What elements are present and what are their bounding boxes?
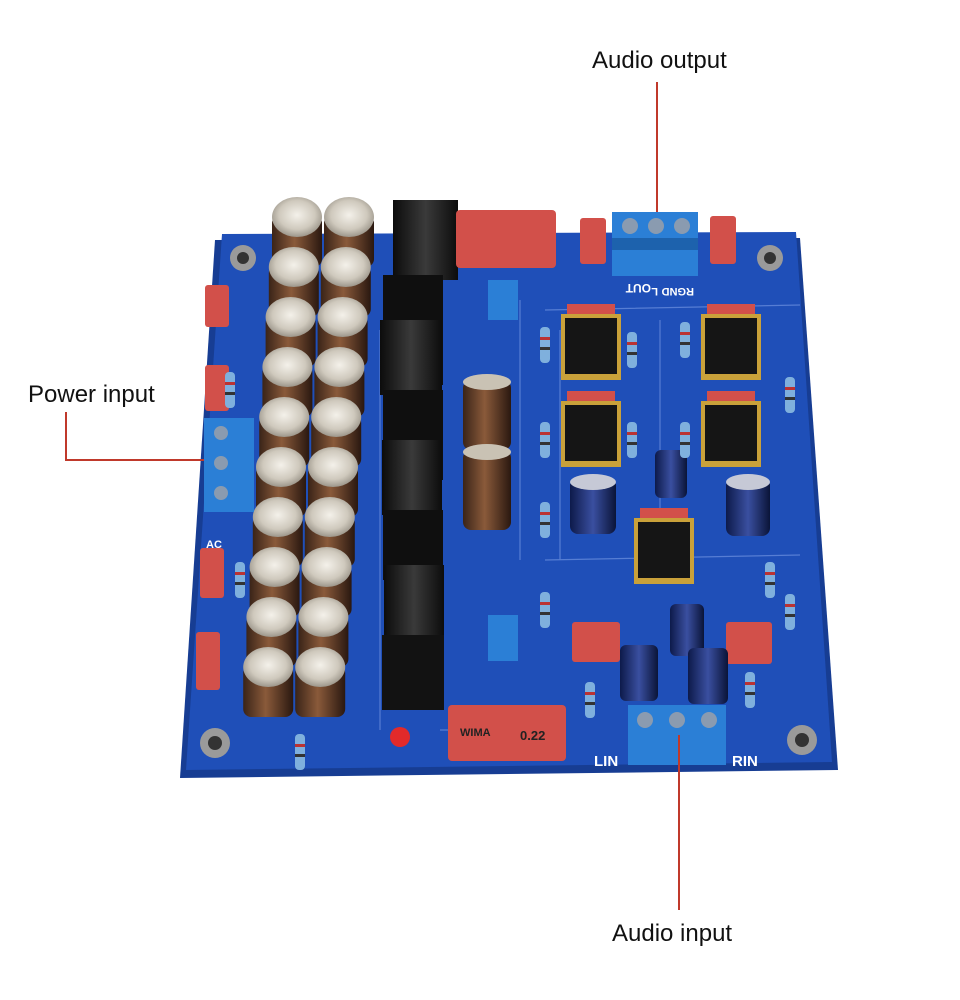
silk-lin: LIN [594,753,618,770]
resistor [540,502,550,538]
silk-ac: AC [206,539,222,551]
resistor [225,372,235,408]
resistor [627,332,637,368]
resistor [745,672,755,708]
power-led [390,727,410,747]
resistor [585,682,595,718]
resistor [680,322,690,358]
resistor [235,562,245,598]
op-amp-chip [634,508,694,584]
audio-input-label: Audio input [612,920,733,947]
op-amp-chip [561,304,621,380]
op-amp-chip [561,391,621,467]
op-amp-chip [701,391,761,467]
trimmer-potentiometers [488,280,518,661]
silk-l: L [651,285,658,297]
power-input-label: Power input [28,381,155,408]
resistor [765,562,775,598]
silk-out: OUT [625,281,651,295]
resistor [785,594,795,630]
silk-wima: WIMA [460,727,491,739]
filter-capacitor [295,647,346,717]
power-terminal-block [204,418,254,512]
audio-output-label: Audio output [592,47,727,74]
mounting-holes [200,245,817,758]
output-terminal-block [612,212,698,276]
op-amp-chips [561,304,761,584]
silk-r: R [686,285,694,297]
silk-022: 0.22 [520,728,545,743]
silk-rin: RIN [732,753,758,770]
resistor [627,422,637,458]
regulator-capacitors [463,374,511,530]
resistor [680,422,690,458]
resistor [295,734,305,770]
coupling-capacitors [570,450,770,704]
resistors [225,322,795,770]
filter-capacitor [243,647,294,717]
resistor [540,422,550,458]
op-amp-chip [701,304,761,380]
callout-lines [65,82,680,910]
voltage-regulator-heatsinks [380,200,458,710]
resistor [785,377,795,413]
film-capacitors [196,210,772,761]
resistor [540,592,550,628]
callout-line-power-input [65,412,204,461]
resistor [540,327,550,363]
filter-capacitor-bank [243,197,374,717]
silk-gnd: GND [662,285,687,297]
input-terminal-block [628,705,726,765]
